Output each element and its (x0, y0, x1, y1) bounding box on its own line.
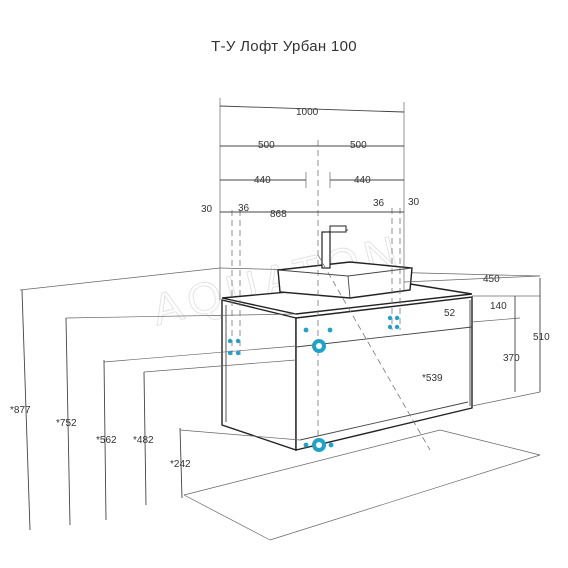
dim-edge-left: 30 (201, 204, 213, 215)
dim-total-width: 1000 (296, 107, 319, 118)
dim-inner-right: 440 (354, 175, 371, 186)
dim-drawer-depth: *539 (422, 373, 443, 384)
drawing-title: Т-У Лофт Урбан 100 (211, 38, 357, 55)
dim-edge-right: 30 (408, 197, 420, 208)
dim-h752: *752 (56, 418, 77, 429)
dim-inner-gap: 52 (444, 308, 456, 319)
right-dimension-lines (403, 275, 541, 407)
dim-depth: 450 (483, 274, 500, 285)
faucet-icon (321, 225, 349, 269)
sink-basin (277, 261, 413, 299)
top-dimension-lines (219, 98, 405, 300)
dim-span: 868 (270, 209, 287, 220)
dim-offset-left: 36 (238, 203, 250, 214)
dim-inner-left: 440 (254, 175, 271, 186)
dim-top-height: 140 (490, 301, 507, 312)
dim-half-right: 500 (350, 140, 367, 151)
drain-marker-bottom (303, 438, 334, 452)
dim-h562: *562 (96, 435, 117, 446)
drain-marker-top (312, 339, 326, 353)
left-dimension-lines (21, 289, 301, 531)
dim-total-height: 510 (533, 332, 550, 343)
dim-h242: *242 (170, 459, 191, 470)
dim-half-left: 500 (258, 140, 275, 151)
center-dashes (231, 140, 431, 451)
dim-offset-right: 36 (373, 198, 385, 209)
connection-markers (227, 315, 400, 356)
dim-h877: *877 (10, 405, 31, 416)
dim-h482: *482 (133, 435, 154, 446)
dim-drawer-height: 370 (503, 353, 520, 364)
